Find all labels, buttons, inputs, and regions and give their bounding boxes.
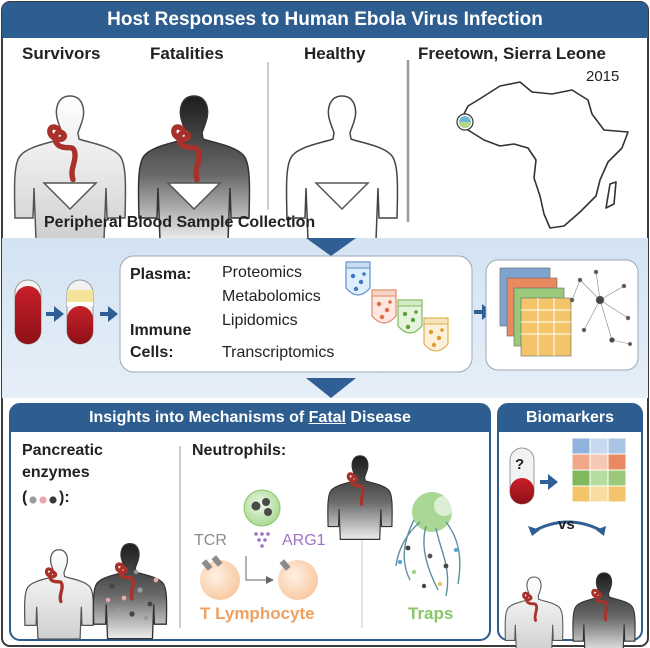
heatmap-stack <box>499 267 572 357</box>
arg1-effect-arrow <box>245 556 270 581</box>
immune-label-line1: Immune <box>130 322 192 339</box>
insights-header-bar <box>10 404 490 432</box>
pancreatic-label-line1: Pancreatic <box>22 442 103 459</box>
t-lymphocyte-right <box>278 559 318 600</box>
group-label-survivors: Survivors <box>22 44 101 63</box>
immune-label-line2: Cells: <box>130 344 174 361</box>
to-assays-arrow <box>100 306 118 322</box>
healthy-sample-funnel <box>314 182 370 211</box>
plasma-label: Plasma: <box>130 266 192 283</box>
africa-map <box>461 81 629 229</box>
sample-collection-label: Peripheral Blood Sample Collection <box>44 214 316 231</box>
enzyme-dot-pink <box>39 496 47 504</box>
neutrophil-traps <box>395 492 461 597</box>
separated-blood-tube <box>66 279 94 345</box>
biomarkers-title: Biomarkers <box>525 409 615 426</box>
down-arrow-bottom <box>306 378 356 398</box>
assay-box <box>119 255 473 373</box>
t-lymphocyte-label: T Lymphocyte <box>200 604 315 623</box>
to-analysis-arrow <box>474 304 492 320</box>
header-bar <box>2 2 648 38</box>
insights-title-suffix: Disease <box>345 409 411 426</box>
page-title: Host Responses to Human Ebola Virus Infe… <box>107 9 543 30</box>
fatality-sample-funnel <box>166 182 222 211</box>
pancreatic-open-paren: ( <box>22 489 28 506</box>
arg1-secretion <box>254 532 270 548</box>
pancreatic-label-line2: enzymes <box>22 464 90 481</box>
arg1-label: ARG1 <box>282 532 326 549</box>
vs-label: vs <box>558 516 575 533</box>
plasma-item-lipidomics: Lipidomics <box>222 312 298 329</box>
traps-label: Traps <box>408 604 454 623</box>
network-graph <box>569 269 633 347</box>
down-arrow-top <box>306 238 356 256</box>
survivor-sample-funnel <box>42 182 98 211</box>
biomarkers-header-bar <box>498 404 642 432</box>
immune-item-transcriptomics: Transcriptomics <box>222 344 335 361</box>
insights-title: Insights into Mechanisms of Fatal Diseas… <box>10 409 490 427</box>
year-label: 2015 <box>586 68 620 85</box>
plasma-item-proteomics: Proteomics <box>222 264 303 281</box>
group-label-fatalities: Fatalities <box>150 44 224 63</box>
enzyme-dot-black <box>49 496 57 504</box>
location-label: Freetown, Sierra Leone <box>418 44 606 63</box>
group-label-healthy: Healthy <box>304 44 366 63</box>
pancreatic-enzyme-spots <box>105 569 159 621</box>
biomarker-heatmap <box>571 437 627 503</box>
neutrophil-cell <box>243 489 281 527</box>
t-lymphocyte-left <box>200 555 240 600</box>
tcr-label: TCR <box>194 532 227 549</box>
whole-blood-tube <box>14 279 42 345</box>
tube-arrow <box>46 306 64 322</box>
neutrophils-label: Neutrophils: <box>192 442 287 459</box>
plasma-item-metabolomics: Metabolomics <box>222 288 321 305</box>
unknown-sample-mark: ? <box>515 456 525 473</box>
enzyme-dot-grey <box>29 496 37 504</box>
insights-title-emphasis: Fatal <box>308 409 346 426</box>
pancreatic-close-paren: ): <box>59 489 70 506</box>
sample-vials <box>345 261 449 352</box>
vs-arc <box>531 520 605 534</box>
biomarker-arrow <box>540 474 558 490</box>
biomarker-tube <box>509 447 535 505</box>
insights-title-prefix: Insights into Mechanisms of <box>89 409 309 426</box>
